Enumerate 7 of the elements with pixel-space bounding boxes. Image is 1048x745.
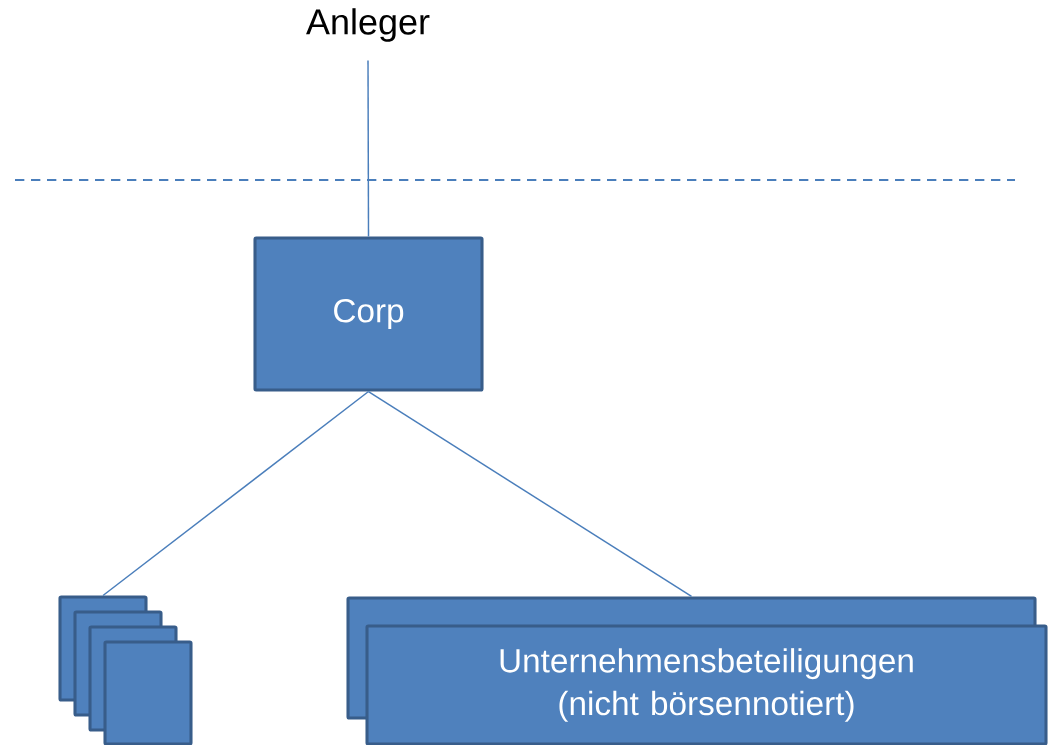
text-box: Unternehmensbeteiligungen (nicht börsennotiert) bbox=[365, 624, 1048, 745]
connector-line bbox=[102, 390, 370, 597]
connector-line bbox=[367, 390, 693, 598]
text-box: Corp bbox=[253, 236, 484, 392]
text-label: Anleger bbox=[306, 8, 430, 42]
connector-line bbox=[367, 59, 370, 238]
box bbox=[103, 640, 193, 745]
